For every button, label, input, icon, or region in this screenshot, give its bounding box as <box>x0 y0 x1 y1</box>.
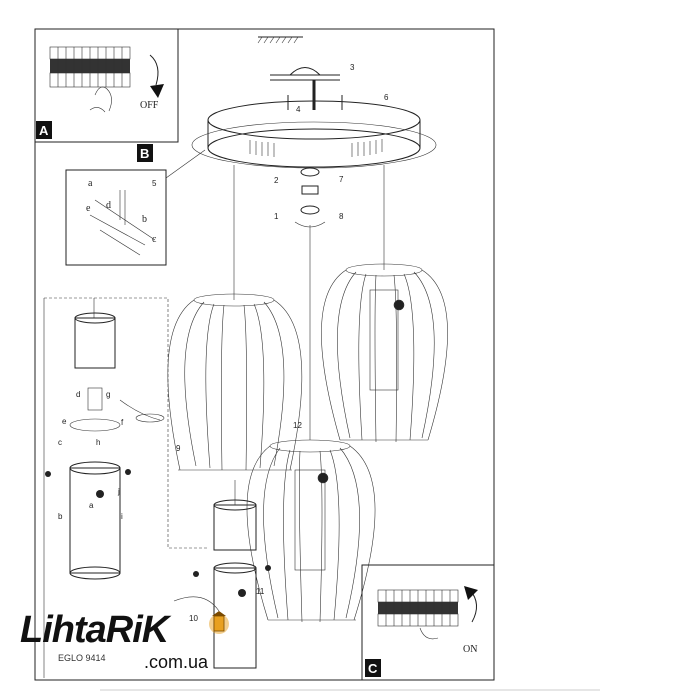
step-12: 12 <box>293 421 302 430</box>
step-7: 7 <box>339 175 344 184</box>
letter-g: g <box>106 390 110 399</box>
step-numbers: 3 4 6 5 2 7 1 8 9 12 10 11 <box>152 63 389 623</box>
panel-a-box <box>34 28 179 143</box>
panel-b-tag: B <box>140 146 149 161</box>
wiring-detail-box <box>65 149 206 266</box>
panel-c-tag: C <box>368 661 378 676</box>
letter-a: a <box>89 501 94 510</box>
step-3: 3 <box>350 63 355 72</box>
watermark-code: EGLO 9414 <box>58 653 106 663</box>
cage-lamp-left <box>167 293 303 471</box>
wire-e: e <box>86 203 91 214</box>
letter-d: d <box>76 390 80 399</box>
panel-a-tag-bg <box>36 121 52 139</box>
on-arrowhead <box>464 586 478 600</box>
letter-i: i <box>121 512 123 521</box>
letter-f: f <box>121 418 124 427</box>
step-6: 6 <box>384 93 389 102</box>
letter-h: h <box>96 438 100 447</box>
ceiling-mount <box>257 36 343 110</box>
wire-b: b <box>142 214 147 225</box>
wire-c: c <box>152 234 157 245</box>
step-4: 4 <box>296 105 301 114</box>
off-arrow <box>149 54 159 86</box>
outer-frame <box>34 28 495 681</box>
letter-b: b <box>58 512 63 521</box>
step-2: 2 <box>274 176 279 185</box>
center-nut-assembly <box>294 167 326 228</box>
detail-panel <box>43 297 208 678</box>
letter-e: e <box>62 417 67 426</box>
panel-c-tag-bg <box>365 659 381 677</box>
cage-lamp-center <box>246 439 376 623</box>
letter-j: j <box>117 487 120 496</box>
on-label: ON <box>463 644 477 655</box>
step-8: 8 <box>339 212 344 221</box>
step-5: 5 <box>152 179 157 188</box>
detail-letters: a e d b c d g e f c h a j b i <box>58 178 157 521</box>
step-1: 1 <box>274 212 279 221</box>
panel-a-tag: A <box>39 123 49 138</box>
cage-lamp-right <box>321 263 448 443</box>
step-10: 10 <box>189 614 198 623</box>
off-arrowhead <box>150 84 164 98</box>
breaker-block-off <box>49 46 131 113</box>
wire-d: d <box>106 200 111 211</box>
wire-a: a <box>88 178 93 189</box>
letter-c: c <box>58 438 62 447</box>
lantern-icon <box>173 596 229 634</box>
socket-holder <box>193 480 271 669</box>
canopy <box>191 100 437 169</box>
off-label: OFF <box>140 100 159 111</box>
step-9: 9 <box>176 444 181 453</box>
step-11: 11 <box>256 587 265 596</box>
breaker-block-on <box>377 589 459 640</box>
watermark: LihtaRiK .com.ua EGLO 9414 <box>20 596 229 672</box>
watermark-domain: .com.ua <box>144 652 209 672</box>
panel-c-box <box>361 564 495 681</box>
watermark-brand: LihtaRiK <box>20 609 172 651</box>
panel-b-tag-bg <box>137 144 153 162</box>
